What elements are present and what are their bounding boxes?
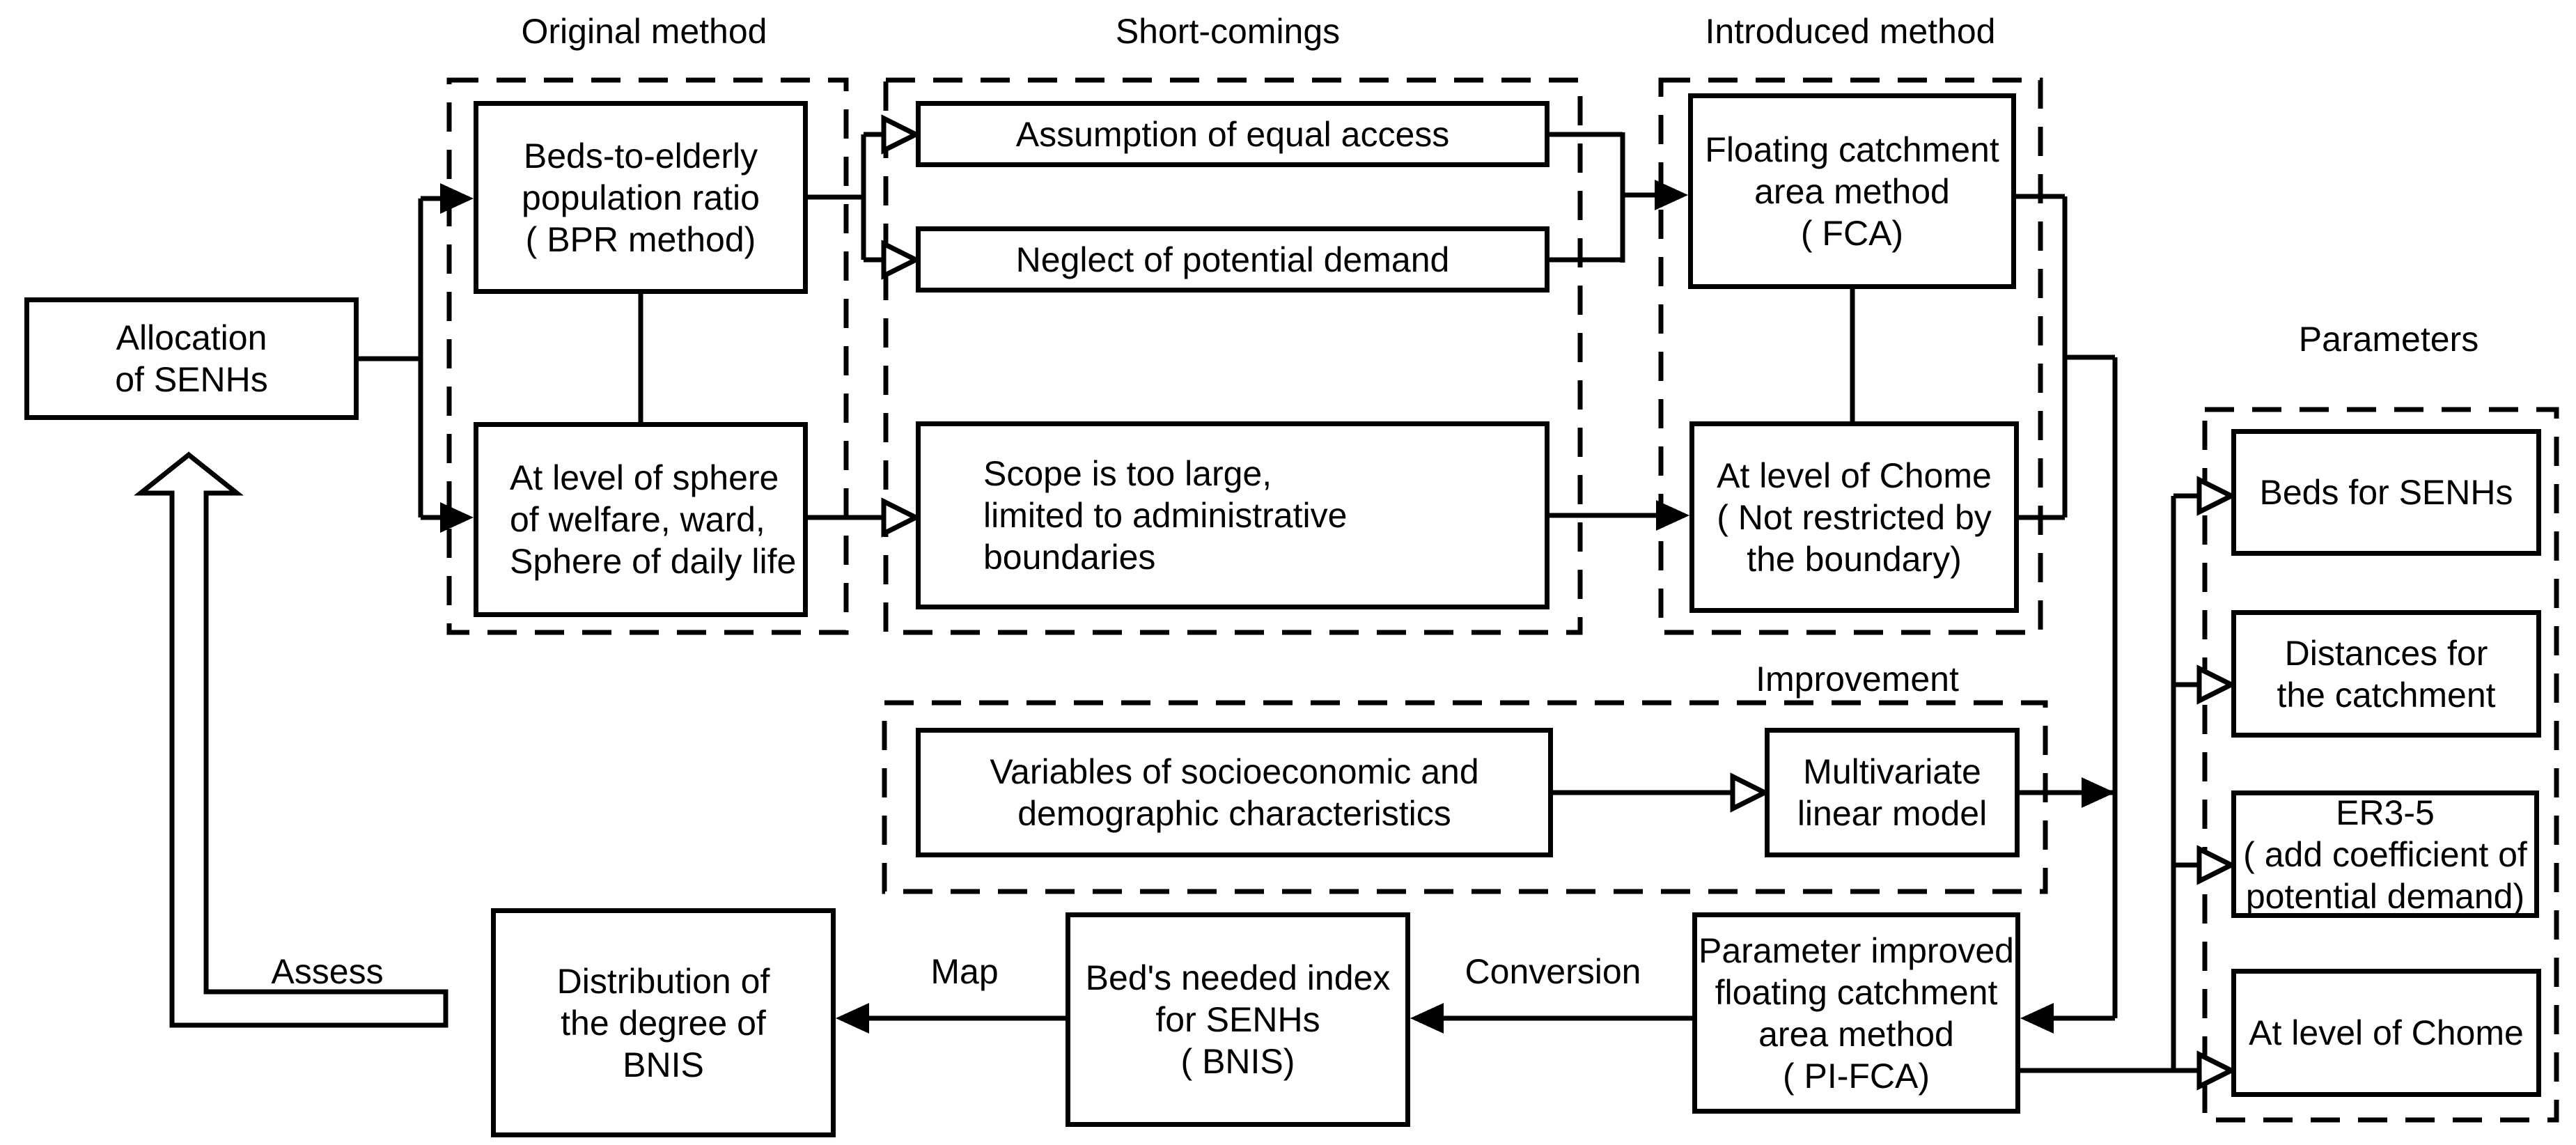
arrow-into-bpr-icon [440, 183, 474, 214]
title-improvement: Improvement [1756, 660, 1959, 699]
box-fca: Floating catchment area method ( FCA) [1688, 93, 2016, 289]
box-multivariate: Multivariate linear model [1765, 728, 2020, 857]
arrow-into-param-chome-icon [2196, 1050, 2237, 1091]
arrow-into-param-er35-icon [2196, 845, 2237, 885]
arrow-into-multivariate-icon [1730, 772, 1770, 813]
label-map: Map [930, 952, 999, 991]
box-variables: Variables of socioeconomic and demograph… [916, 728, 1553, 857]
hollow-arrowheads [133, 114, 2237, 1091]
arrow-into-chome-icon [1656, 500, 1689, 531]
arrow-into-neglect-icon [881, 240, 921, 280]
assess-feedback-arrow-icon [133, 451, 448, 1028]
arrow-multivariate-to-bus-icon [2082, 777, 2115, 808]
connector-lines [359, 132, 2199, 1073]
group-original-method-frame [446, 77, 849, 635]
title-introduced-method: Introduced method [1705, 12, 1996, 51]
arrow-into-fca-icon [1655, 180, 1688, 210]
group-improvement-frame [882, 700, 2048, 894]
group-frames [446, 77, 2559, 1123]
arrow-into-sphere-icon [440, 502, 474, 533]
group-parameters-frame [2202, 407, 2559, 1123]
title-original-method: Original method [521, 12, 767, 51]
solid-arrowheads [440, 180, 2115, 1034]
box-assumption: Assumption of equal access [916, 101, 1549, 167]
title-parameters: Parameters [2298, 320, 2479, 359]
box-pifca: Parameter improved floating catchment ar… [1692, 912, 2020, 1114]
box-param-chome: At level of Chome [2231, 969, 2541, 1097]
group-short-comings-frame [883, 77, 1583, 635]
arrow-into-param-distances-icon [2196, 664, 2237, 705]
box-sphere: At level of sphere of welfare, ward, Sph… [474, 422, 808, 617]
arrow-into-pifca-icon [2020, 1003, 2054, 1034]
arrow-into-bnis-icon [1410, 1003, 1444, 1034]
box-param-er35: ER3-5 ( add coefficient of potential dem… [2231, 790, 2539, 918]
label-assess: Assess [271, 952, 384, 991]
box-allocation: Allocation of SENHs [24, 297, 359, 420]
box-param-distances: Distances for the catchment [2231, 610, 2541, 738]
arrow-into-assumption-icon [881, 114, 921, 155]
title-short-comings: Short-comings [1115, 12, 1341, 51]
group-introduced-method-frame [1658, 77, 2043, 635]
arrow-into-scope-icon [881, 497, 921, 538]
box-distribution: Distribution of the degree of BNIS [491, 908, 836, 1137]
arrow-into-param-beds-icon [2196, 476, 2237, 516]
box-bpr: Beds-to-elderly population ratio ( BPR m… [474, 101, 808, 294]
box-bnis: Bed's needed index for SENHs ( BNIS) [1065, 912, 1410, 1127]
arrow-into-distribution-icon [836, 1003, 869, 1034]
box-scope: Scope is too large, limited to administr… [916, 421, 1549, 609]
label-conversion: Conversion [1465, 952, 1641, 991]
box-chome: At level of Chome ( Not restricted by th… [1689, 421, 2019, 613]
box-param-beds: Beds for SENHs [2231, 429, 2541, 556]
box-neglect: Neglect of potential demand [916, 226, 1549, 293]
